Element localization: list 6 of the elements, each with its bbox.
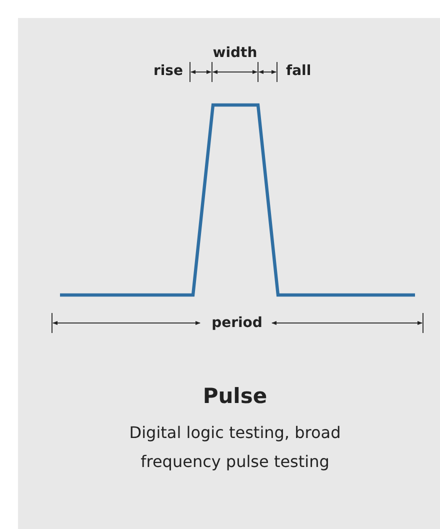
dimension-label: period (212, 316, 262, 330)
dimension-label: rise (153, 64, 183, 78)
dimension-label: fall (286, 64, 312, 78)
title: Pulse (202, 384, 268, 408)
dimension-label: width (212, 46, 258, 60)
caption: Digital logic testing, broad frequency pulse testing (128, 422, 342, 473)
